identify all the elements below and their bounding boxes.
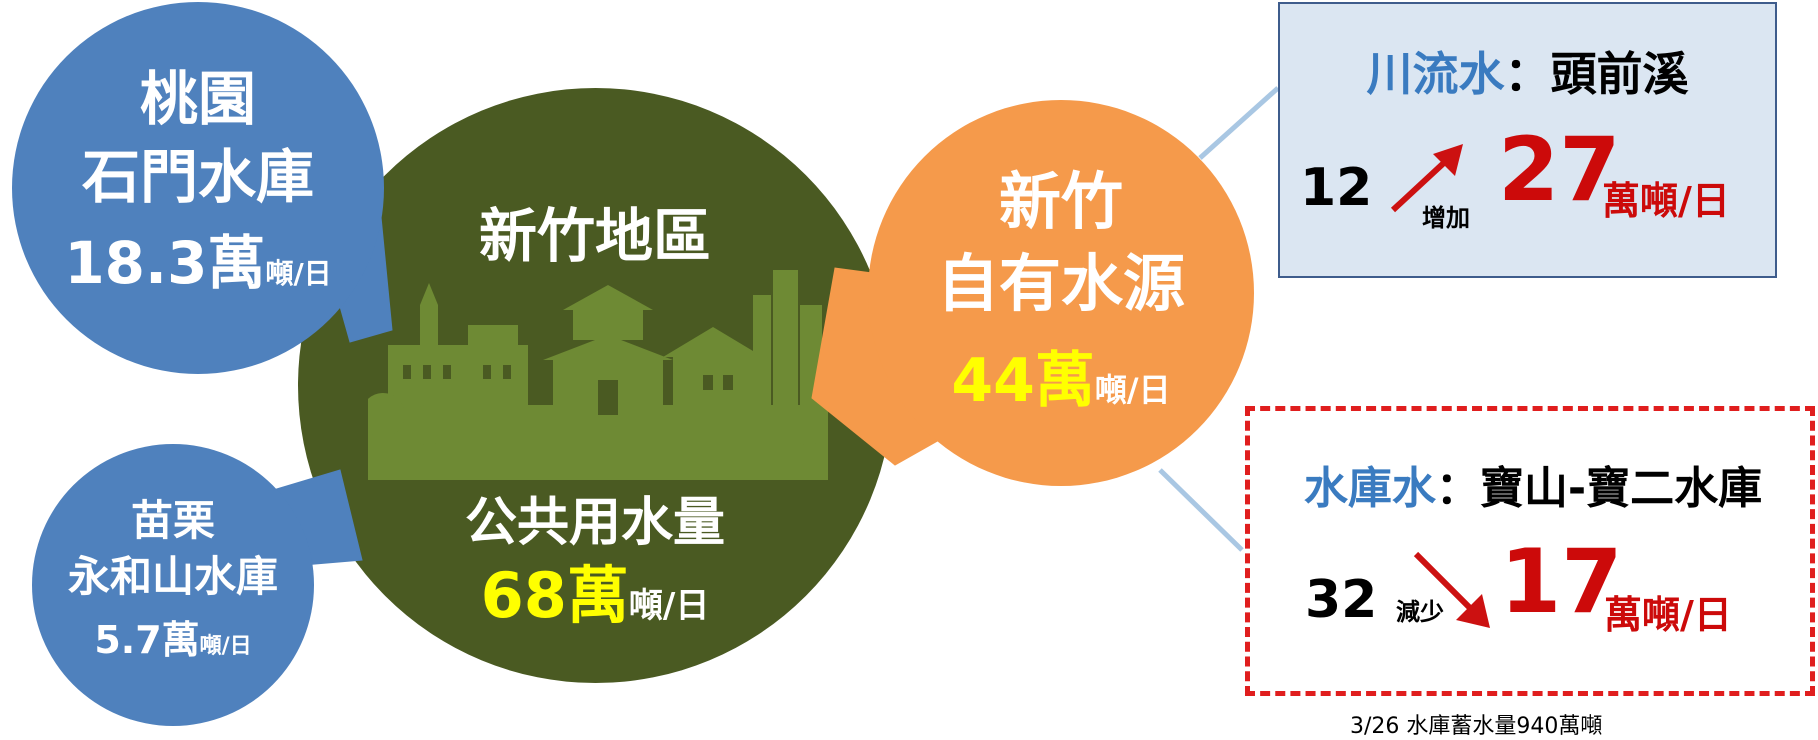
river-heading: 川流水：頭前溪 xyxy=(1278,38,1777,104)
river-from-value: 12 xyxy=(1300,158,1373,218)
taoyuan-amount: 18.3萬 xyxy=(64,229,266,297)
center-amount: 68萬 xyxy=(480,559,629,632)
arrow-up-right-icon xyxy=(1390,144,1463,213)
taoyuan-unit: 噸/日 xyxy=(265,257,332,290)
center-subtitle: 公共用水量 xyxy=(464,493,725,553)
river-change-label: 增加 xyxy=(1422,204,1470,232)
city-skyline-icon xyxy=(368,270,828,480)
hsinchu-own-line1: 新竹 xyxy=(998,165,1123,238)
reservoir-colon: ： xyxy=(1435,463,1480,514)
taoyuan-line1: 桃園 xyxy=(139,65,256,133)
river-colon: ： xyxy=(1504,47,1551,101)
reservoir-storage-footnote: 3/26 水庫蓄水量940萬噸 xyxy=(1350,714,1603,739)
reservoir-unit: 萬噸/日 xyxy=(1604,593,1732,637)
river-unit: 萬噸/日 xyxy=(1602,179,1730,223)
miaoli-amount: 5.7萬 xyxy=(94,618,200,662)
center-unit: 噸/日 xyxy=(628,586,710,626)
connector-to-river xyxy=(1198,86,1280,160)
hsinchu-own-amount: 44萬 xyxy=(951,346,1095,416)
miaoli-unit: 噸/日 xyxy=(199,634,252,659)
hsinchu-own-line2: 自有水源 xyxy=(936,247,1185,320)
hsinchu-own-amount-row: 44萬噸/日 xyxy=(880,348,1242,414)
connector-lines xyxy=(1158,86,1280,552)
arrow-down-right-icon xyxy=(1413,551,1490,628)
miaoli-source-circle xyxy=(32,444,314,726)
miaoli-line2: 永和山水庫 xyxy=(67,552,278,601)
taoyuan-line2: 石門水庫 xyxy=(81,143,314,211)
connector-to-reservoir xyxy=(1158,468,1244,552)
taoyuan-source-circle xyxy=(12,2,384,374)
hsinchu-own-source-circle xyxy=(868,100,1254,486)
hsinchu-own-unit: 噸/日 xyxy=(1094,371,1171,409)
taoyuan-amount-row: 18.3萬噸/日 xyxy=(20,229,376,297)
reservoir-from-value: 32 xyxy=(1305,570,1378,630)
reservoir-change-label: 減少 xyxy=(1396,598,1444,626)
reservoir-to-value: 17 xyxy=(1500,530,1623,633)
reservoir-label: 水庫水 xyxy=(1303,463,1436,514)
river-name: 頭前溪 xyxy=(1550,47,1689,101)
reservoir-water-box xyxy=(1245,406,1815,696)
reservoir-heading: 水庫水：寶山-寶二水庫 xyxy=(1258,452,1808,516)
river-to-value: 27 xyxy=(1498,118,1621,221)
center-amount-row: 68萬噸/日 xyxy=(400,559,790,632)
river-label: 川流水 xyxy=(1366,47,1505,101)
miaoli-amount-row: 5.7萬噸/日 xyxy=(40,618,306,662)
reservoir-name: 寶山-寶二水庫 xyxy=(1479,463,1763,514)
center-title: 新竹地區 xyxy=(478,202,711,270)
miaoli-line1: 苗栗 xyxy=(130,496,215,545)
river-water-box xyxy=(1278,2,1777,278)
